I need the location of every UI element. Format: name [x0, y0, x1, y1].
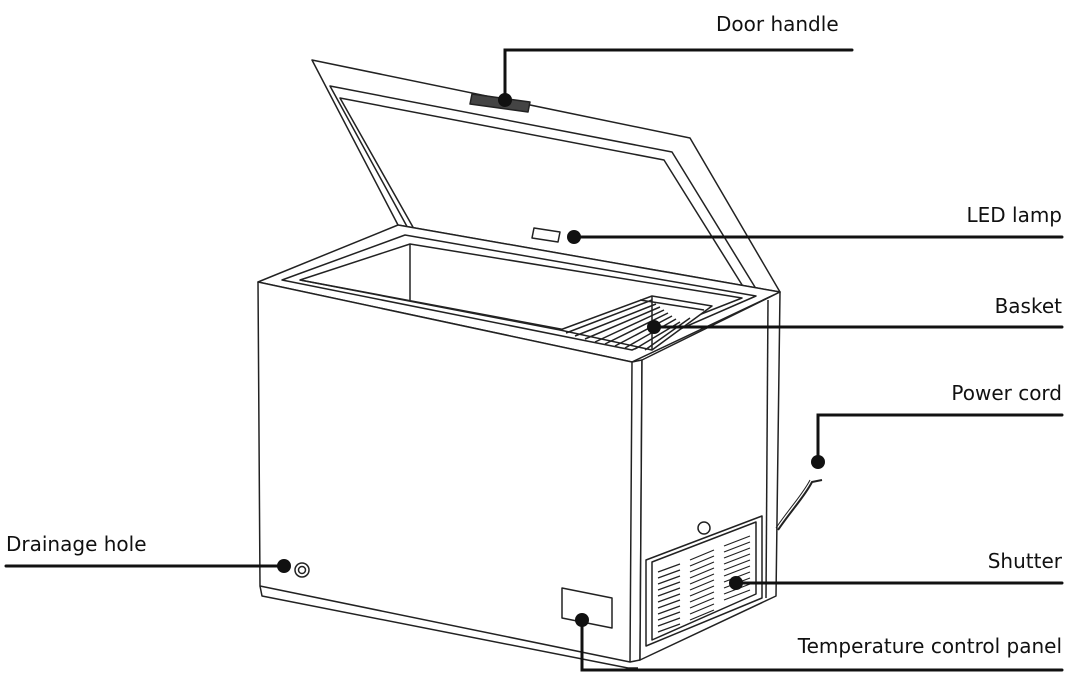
- label-power-cord: Power cord: [951, 381, 1062, 405]
- label-led-lamp: LED lamp: [966, 203, 1062, 227]
- leader-power-cord: [816, 413, 1064, 462]
- dot-drainage-hole: [277, 559, 291, 573]
- dot-led-lamp: [567, 230, 581, 244]
- dot-temperature-control-panel: [575, 613, 589, 627]
- label-drainage-hole: Drainage hole: [6, 532, 147, 556]
- shutter-drawing: [645, 515, 763, 647]
- dot-shutter: [729, 576, 743, 590]
- dot-power-cord: [811, 455, 825, 469]
- power-cord-drawing: [777, 479, 823, 531]
- leader-door-handle: [503, 48, 854, 102]
- basket-drawing: [559, 295, 713, 351]
- control-panel-drawing: [561, 587, 613, 629]
- label-basket: Basket: [994, 294, 1062, 318]
- dot-basket: [647, 320, 661, 334]
- label-shutter: Shutter: [987, 549, 1062, 573]
- leader-temperature-control-panel: [580, 618, 1064, 672]
- label-temperature-control-panel: Temperature control panel: [797, 634, 1062, 658]
- drainage-hole-drawing: [294, 562, 310, 578]
- led-lamp: [531, 227, 561, 243]
- label-door-handle: Door handle: [716, 12, 839, 36]
- dot-door-handle: [498, 93, 512, 107]
